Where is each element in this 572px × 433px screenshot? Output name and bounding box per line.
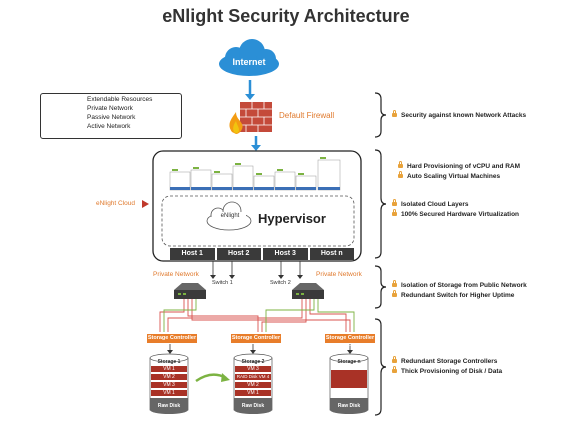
lock-icon bbox=[392, 280, 397, 287]
storage-2-vm: RAID Disk VM 4 bbox=[236, 374, 270, 379]
storage-n-raw-disk: Raw Disk bbox=[337, 403, 361, 409]
storage-1-vm: VM 3 bbox=[163, 382, 175, 388]
host-3: Host 3 bbox=[263, 248, 308, 260]
storage-n-cylinder bbox=[329, 353, 369, 414]
side-note: Isolation of Storage from Public Network bbox=[392, 280, 527, 289]
lock-icon bbox=[392, 356, 397, 363]
lock-icon bbox=[392, 366, 397, 373]
side-note: Security against known Network Attacks bbox=[392, 110, 526, 119]
legend-item-private: Private Network bbox=[87, 105, 133, 112]
lock-icon bbox=[398, 161, 403, 168]
legend-item-passive: Passive Network bbox=[87, 114, 136, 121]
private-network-left-label: Private Network bbox=[153, 271, 199, 278]
virtual-machines bbox=[169, 157, 341, 191]
enlight-cloud-logo-icon bbox=[206, 201, 252, 231]
storage-n-title: Storage n bbox=[337, 359, 361, 365]
lock-icon bbox=[398, 171, 403, 178]
firewall-icon bbox=[229, 102, 272, 134]
side-note: Auto Scaling Virtual Machines bbox=[398, 171, 500, 180]
side-note: Thick Provisioning of Disk / Data bbox=[392, 366, 502, 375]
storage-1-vm: VM 1 bbox=[163, 390, 175, 396]
legend: Extendable Resources Private Network Pas… bbox=[40, 93, 182, 139]
enlight-cloud-label: eNlight Cloud bbox=[96, 200, 136, 207]
side-note: Redundant Switch for Higher Uptime bbox=[392, 290, 514, 299]
cloud-logo-text: eNlight bbox=[220, 213, 240, 219]
host-2: Host 2 bbox=[216, 248, 261, 260]
legend-item-active: Active Network bbox=[87, 123, 131, 130]
storage-controller-2: Storage Controller 2 bbox=[231, 334, 281, 350]
switch-1-label: Switch 1 bbox=[212, 280, 233, 286]
internet-label: Internet bbox=[232, 57, 266, 67]
storage-1-title: Storage 1 bbox=[157, 359, 181, 365]
migration-arrow-icon bbox=[195, 373, 230, 383]
hosts-bar: Host 1 Host 2 Host 3 Host n bbox=[170, 248, 354, 260]
brace-icons bbox=[374, 92, 387, 416]
storage-2-raw-disk: Raw Disk bbox=[241, 403, 265, 409]
lock-icon bbox=[392, 290, 397, 297]
switch-2-icon bbox=[292, 283, 324, 299]
storage-2-cylinder bbox=[233, 353, 273, 414]
legend-item-extendable: Extendable Resources bbox=[87, 96, 153, 103]
storage-2-vm: VM 1 bbox=[247, 390, 259, 396]
lock-icon bbox=[392, 110, 397, 117]
host-n: Host n bbox=[309, 248, 354, 260]
lock-icon bbox=[392, 199, 397, 206]
side-note: Isolated Cloud Layers bbox=[392, 199, 469, 208]
page-title: eNlight Security Architecture bbox=[162, 6, 410, 26]
storage-2-title: Storage 2 bbox=[241, 359, 265, 365]
lock-icon bbox=[392, 209, 397, 216]
storage-controller-1: Storage Controller 1 bbox=[147, 334, 197, 350]
internet-cloud-icon bbox=[219, 39, 279, 76]
storage-1-vm: VM 2 bbox=[163, 374, 175, 380]
switch-1-icon bbox=[174, 283, 206, 299]
host-1: Host 1 bbox=[170, 248, 215, 260]
storage-1-cylinder bbox=[149, 353, 189, 414]
storage-1-raw-disk: Raw Disk bbox=[157, 403, 181, 409]
storage-1-vm: VM 1 bbox=[163, 366, 175, 372]
switch-2-label: Switch 2 bbox=[270, 280, 291, 286]
storage-controller-n: Storage Controller n bbox=[325, 334, 375, 350]
firewall-label: Default Firewall bbox=[279, 111, 335, 120]
storage-2-vm: VM 2 bbox=[247, 382, 259, 388]
side-note: 100% Secured Hardware Virtualization bbox=[392, 209, 519, 218]
private-network-right-label: Private Network bbox=[316, 271, 362, 278]
side-note: Redundant Storage Controllers bbox=[392, 356, 497, 365]
hypervisor-label: Hypervisor bbox=[258, 211, 326, 226]
side-note: Hard Provisioning of vCPU and RAM bbox=[398, 161, 520, 170]
storage-2-vm: VM 3 bbox=[247, 366, 259, 372]
